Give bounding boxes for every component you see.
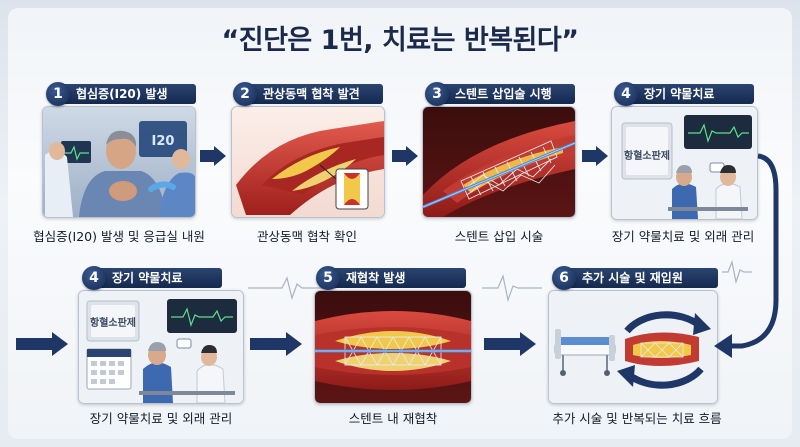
illustration-artery-stenosis: [231, 106, 385, 218]
step-badge: 5 재협착 발생: [316, 266, 466, 290]
step-badge: 4 장기 약물치료: [614, 82, 754, 106]
illustration-outpatient-care: 항혈소판제: [611, 106, 758, 220]
step-label: 추가 시술 및 재입원: [564, 268, 718, 288]
step-label: 관상동맥 협착 발견: [245, 84, 383, 104]
step-number: 1: [46, 82, 70, 106]
illustration-stent-insertion: [422, 106, 576, 218]
step-label: 재협착 발생: [328, 268, 466, 288]
step-caption: 스텐트 내 재협착: [348, 411, 438, 426]
page-title: “진단은 1번, 치료는 반복된다”: [221, 25, 579, 56]
step-label: 장기 약물치료: [626, 84, 754, 104]
step-badge: 2 관상동맥 협착 발견: [233, 82, 383, 106]
drug-pack-label: 항혈소판제: [90, 316, 136, 329]
cycle-arrows-icon: [617, 311, 711, 389]
step-label: 협심증(I20) 발생: [58, 84, 196, 104]
illustration-restenosis: [314, 290, 472, 404]
step-number: 3: [425, 82, 449, 106]
step-caption: 스텐트 삽입 시술: [454, 229, 544, 244]
step-caption: 추가 시술 및 반복되는 치료 흐름: [552, 411, 722, 426]
step-badge: 4 장기 약물치료: [82, 266, 222, 290]
step-number: 5: [316, 266, 340, 290]
step-number: 4: [82, 266, 106, 290]
illustration-readmission: [548, 290, 718, 404]
step-caption: 협심증(I20) 발생 및 응급실 내원: [33, 229, 205, 244]
drug-pack-label: 항혈소판제: [624, 149, 670, 162]
step-number: 4: [614, 82, 638, 106]
step-number: 2: [233, 82, 257, 106]
chevron-right-icon: [582, 146, 608, 166]
screen-code: I20: [152, 134, 175, 149]
hospital-bed-icon: [554, 329, 616, 376]
step-badge: 6 추가 시술 및 재입원: [552, 266, 718, 290]
step-badge: 1 협심증(I20) 발생: [46, 82, 196, 106]
chevron-right-icon: [200, 146, 226, 166]
illustration-er-patient: I20: [42, 106, 196, 218]
step-caption: 관상동맥 협착 확인: [257, 229, 357, 244]
step-caption: 장기 약물치료 및 외래 관리: [611, 229, 755, 244]
step-caption: 장기 약물치료 및 외래 관리: [89, 411, 233, 426]
step-label: 스텐트 삽입술 시행: [437, 84, 575, 104]
return-arrow-icon: [714, 153, 779, 358]
illustration-outpatient-care: 항혈소판제: [78, 290, 244, 404]
chevron-right-icon: [392, 146, 418, 166]
chevron-right-icon: [484, 332, 536, 356]
step-number: 6: [552, 266, 576, 290]
step-label: 장기 약물치료: [94, 268, 222, 288]
chevron-right-icon: [16, 332, 68, 356]
step-badge: 3 스텐트 삽입술 시행: [425, 82, 575, 106]
chevron-right-icon: [250, 332, 302, 356]
